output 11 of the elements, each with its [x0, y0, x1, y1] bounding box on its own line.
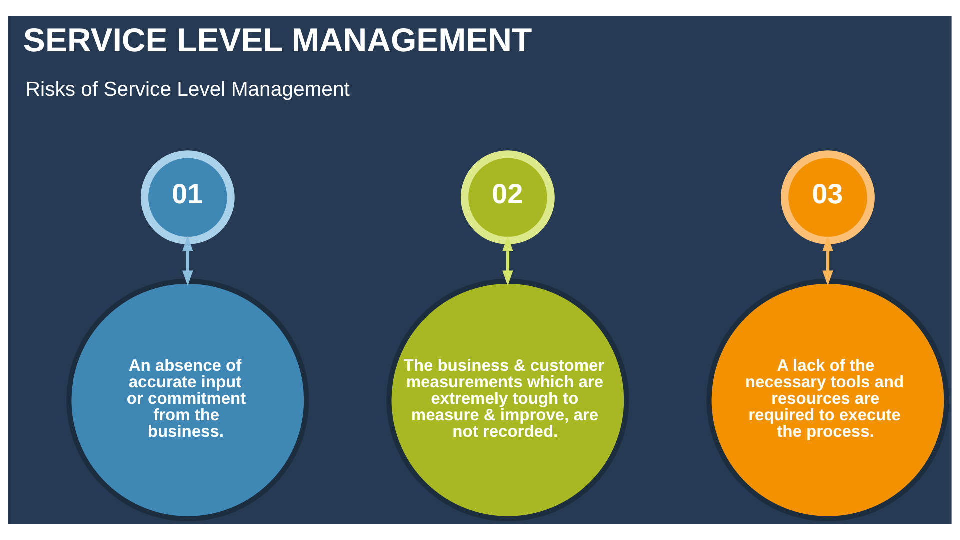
node-circle: 02 [460, 150, 555, 245]
arrow [182, 236, 194, 286]
arrow [502, 236, 514, 286]
diagram-title: SERVICE LEVEL MANAGEMENT [23, 21, 532, 58]
node-circle: A lack of the necessary tools and resources are required to execute the process. [706, 278, 950, 522]
node-circle: An absence of accurate input or commitment from the business. [66, 278, 310, 522]
arrow [822, 236, 834, 286]
node-circle: The business & customer measurements which are extremely tough to measure & improve, are not recorded. [386, 278, 630, 522]
label: Risks of Service Level Management [26, 78, 350, 101]
node-circle: 01 [140, 150, 235, 245]
node-circle: 03 [781, 150, 875, 245]
